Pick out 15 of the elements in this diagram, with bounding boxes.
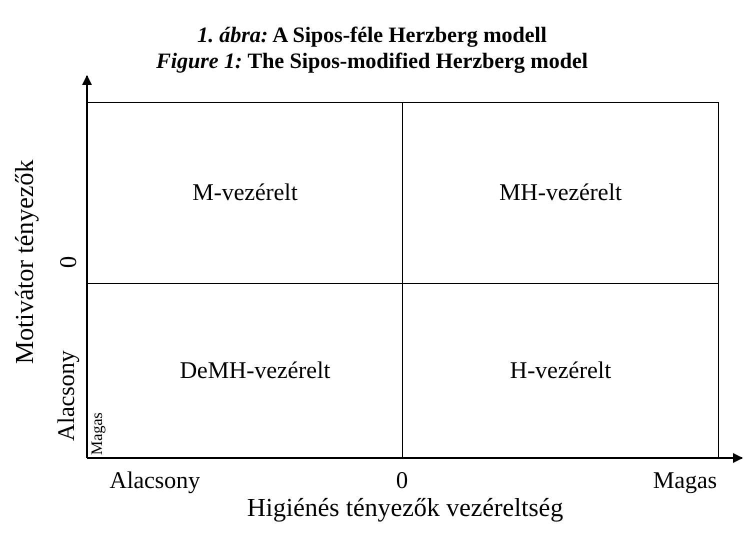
x-axis-title: Higiénés tényezők vezéreltség <box>247 495 564 521</box>
quadrant-label: H-vezérelt <box>510 358 612 384</box>
quadrant-label: MH-vezérelt <box>499 180 622 206</box>
quadrant-label: DeMH-vezérelt <box>180 358 330 384</box>
axis-tick-label: 0 <box>56 256 82 268</box>
axis-tick-label: Magas <box>90 412 106 455</box>
y-axis-title: Motivátor tényezők <box>12 160 38 364</box>
axis-tick-label: Alacsony <box>54 350 80 440</box>
quadrant-cell <box>402 102 719 284</box>
quadrant-label: M-vezérelt <box>192 180 298 206</box>
figure-title: 1. ábra: A Sipos-féle Herzberg modell <box>196 22 548 48</box>
axis-tick-label: 0 <box>396 468 408 494</box>
axis-tick-label: Alacsony <box>110 468 200 494</box>
axis-tick-label: Magas <box>653 468 717 494</box>
figure-caption: Figure 1: The Sipos-modified Herzberg model <box>155 48 589 74</box>
